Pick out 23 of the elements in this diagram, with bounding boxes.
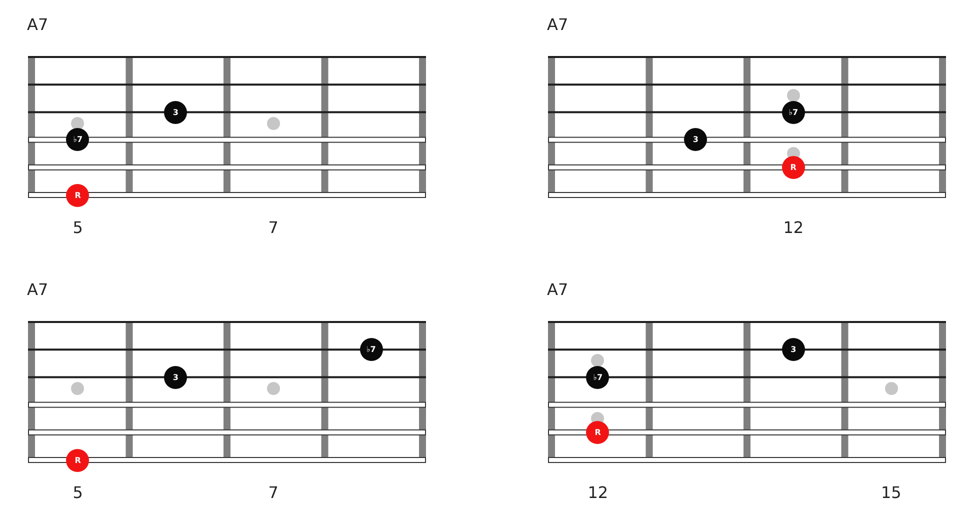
note-circle: ♭7 [586,366,610,389]
note-circle: R [66,184,90,206]
note-circle: R [586,420,610,444]
chord-name: A7 [27,280,48,299]
note-circle: 3 [782,338,805,362]
note-circle: 3 [164,366,188,389]
note-circle: R [782,156,805,179]
note-circle: R [66,448,90,472]
fret-number: 7 [268,218,278,237]
fret-number: 5 [72,483,83,502]
note-circle: ♭7 [360,338,383,362]
fret-number: 15 [880,483,902,502]
fret-number: 12 [588,483,608,502]
note-circle: ♭7 [66,128,90,152]
fret-number: 12 [783,218,804,237]
note-circle: ♭7 [782,100,805,124]
note-circle: 3 [164,100,188,124]
chord-name: A7 [27,15,48,34]
fret-number: 5 [72,218,83,237]
chord-name: A7 [547,280,568,299]
chord-name: A7 [547,15,568,34]
fret-number: 7 [268,483,278,502]
note-circle: 3 [684,128,708,152]
